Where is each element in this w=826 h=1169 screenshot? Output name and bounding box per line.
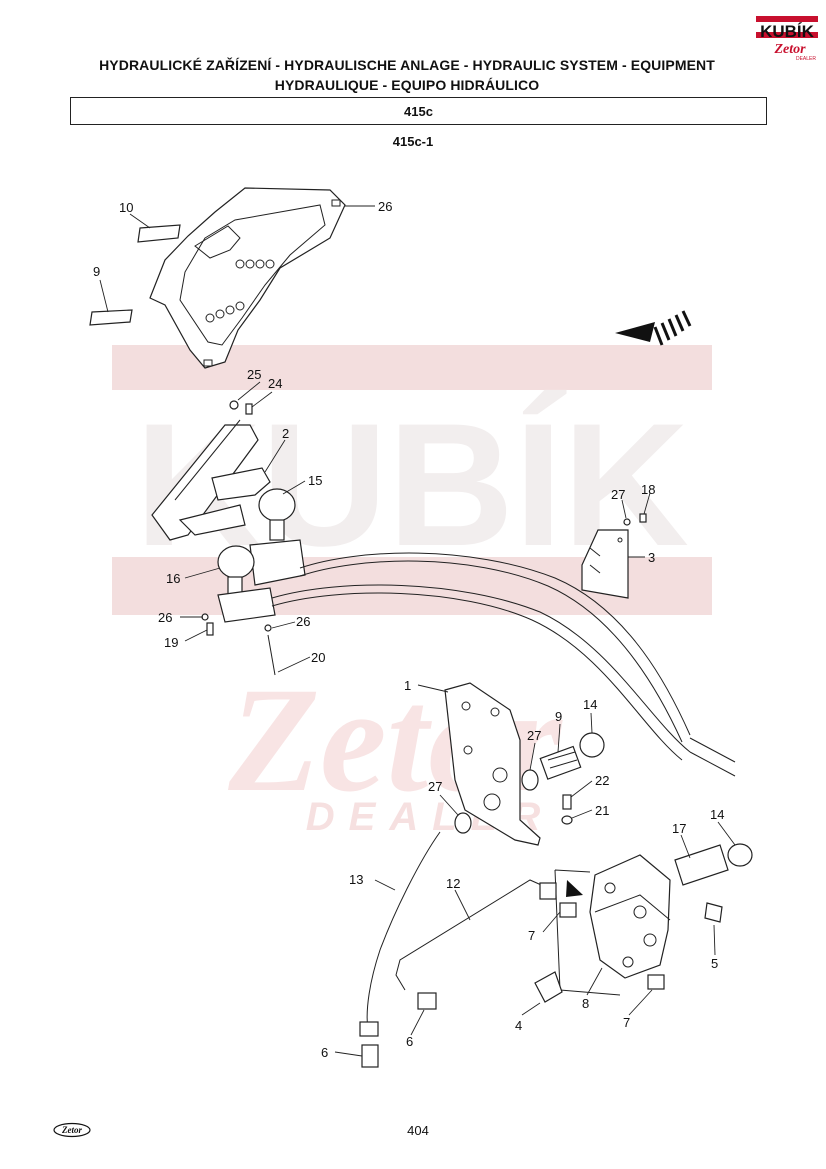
callout-4: 4: [515, 1018, 522, 1033]
part-6-fitting-right: [417, 992, 437, 1010]
callout-8: 8: [582, 996, 589, 1011]
part-25-shift-gate: [149, 187, 346, 369]
callout-24: 25: [247, 367, 261, 382]
title-line-1: HYDRAULICKÉ ZAŘÍZENÍ - HYDRAULISCHE ANLA…: [99, 57, 715, 73]
part-14-dust-cap: [579, 732, 605, 758]
callout-19: 19: [164, 635, 178, 650]
footer-zetor-text: Zetor: [61, 1125, 82, 1135]
assembly-arrow-icon: [566, 880, 583, 897]
callout-21: 21: [595, 803, 609, 818]
figure-code: 415c-1: [392, 134, 434, 149]
callout-18: 18: [641, 482, 655, 497]
logo-dealer-text: DEALER: [796, 56, 816, 62]
callout-25: 26: [378, 199, 392, 214]
callout-1: 1: [404, 678, 411, 693]
callout-6-left: 6: [321, 1045, 328, 1060]
callout-14-right: 14: [710, 807, 724, 822]
part-6-adapter: [361, 1044, 379, 1068]
callouts: 26 10 9 25 24 2 15 16 26 19 26 20 27 18 …: [93, 199, 724, 1060]
callout-7-left: 7: [528, 928, 535, 943]
part-20-pin: [267, 634, 276, 676]
page-number: 404: [407, 1123, 429, 1138]
callout-12: 12: [446, 876, 460, 891]
part-27-seal-ring-lower: [454, 812, 472, 834]
part-26-washer: [623, 518, 631, 526]
bowden-cables: [271, 552, 736, 777]
leader-lines: [99, 205, 736, 1057]
group-code-box: 415c: [70, 97, 767, 125]
hose-nut: [539, 882, 557, 900]
part-12-hose: [395, 879, 549, 991]
part-22-screw: [562, 794, 572, 810]
part-9-quick-coupling: [539, 745, 582, 780]
callout-20: 20: [311, 650, 325, 665]
part-7-fitting: [559, 902, 577, 918]
callout-26-left: 26: [158, 610, 172, 625]
footer-zetor-logo: Zetor: [53, 1122, 91, 1138]
callout-16: 16: [166, 571, 180, 586]
part-26-washer-mid: [264, 624, 272, 632]
callout-13: 13: [349, 872, 363, 887]
callout-23: 24: [268, 376, 282, 391]
callout-14-top: 14: [583, 697, 597, 712]
callout-27-bottom: 27: [428, 779, 442, 794]
part-11-label-sticker: [137, 224, 181, 243]
callout-9: 9: [555, 709, 562, 724]
part-13-hose: [366, 831, 441, 1031]
logo-zetor-text: Zetor: [773, 42, 806, 57]
part-16-control-lever: [217, 545, 276, 623]
part-27-seal-ring: [521, 769, 539, 791]
callout-22: 22: [595, 773, 609, 788]
kubik-zetor-logo: KUBÍK Zetor DEALER: [756, 16, 818, 62]
callout-26-right: 27: [611, 487, 625, 502]
part-15-control-lever: [249, 488, 306, 586]
direction-arrow-icon: [615, 310, 692, 346]
part-5-label: [704, 902, 723, 923]
callout-5: 5: [711, 956, 718, 971]
part-17-solenoid: [674, 843, 753, 886]
part-7-fitting-lower: [647, 974, 665, 990]
title-line-2: HYDRAULIQUE - EQUIPO HIDRÁULICO: [274, 77, 540, 93]
part-23-screw: [245, 403, 253, 415]
part-10-label-sticker: [89, 309, 133, 326]
part-8-valve-block: [554, 854, 671, 996]
callout-26-mid: 26: [296, 614, 310, 629]
part-6-fitting: [359, 1021, 379, 1037]
logo-kubik-text: KUBÍK: [760, 22, 815, 41]
part-4-plug: [534, 971, 563, 1003]
callout-27-top: 27: [527, 728, 541, 743]
callout-3: 3: [648, 550, 655, 565]
part-19-screw: [206, 622, 214, 636]
part-18-screw: [639, 513, 647, 523]
callout-7-right: 7: [623, 1015, 630, 1030]
callout-6-right: 6: [406, 1034, 413, 1049]
part-24-nut: [229, 400, 239, 410]
callout-15: 15: [308, 473, 322, 488]
part-3-cover-plate: [581, 529, 629, 599]
callout-10: 9: [93, 264, 100, 279]
callout-2: 2: [282, 426, 289, 441]
part-2-lever-bracket: [151, 419, 271, 541]
part-21-washer: [561, 815, 573, 825]
callout-11: 10: [119, 200, 133, 215]
part-1-mounting-plate: [444, 682, 541, 846]
callout-17: 17: [672, 821, 686, 836]
